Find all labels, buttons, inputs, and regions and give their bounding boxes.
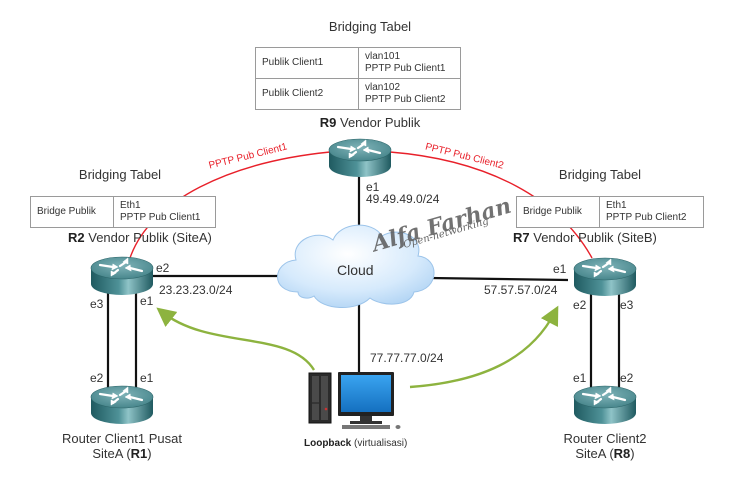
r7-id: R7 [513, 230, 530, 245]
r8-suffix: ) [630, 446, 635, 461]
table-cell-value: vlan101 PPTP Pub Client1 [358, 47, 461, 79]
arrow-to-r7 [409, 305, 559, 389]
left-table-title: Bridging Tabel [78, 167, 162, 182]
r8-label-line1: Router Client2 [563, 431, 647, 446]
cell-line: Eth1 [606, 200, 627, 211]
r1-port-e1: e1 [140, 371, 154, 385]
table-cell-key: Publik Client2 [255, 78, 359, 110]
r9-port-e1: e1 [366, 180, 380, 194]
r1-port-e2: e2 [90, 371, 104, 385]
r8-label-line2: SiteA (R8) [540, 446, 670, 461]
router-r2-icon[interactable] [89, 255, 155, 297]
r2-port-e1: e1 [140, 294, 154, 308]
r8-id: R8 [613, 446, 631, 461]
r9-network: 49.49.49.0/24 [366, 192, 440, 206]
r1-label-line2: SiteA (R1) [52, 446, 192, 461]
r7-label: R7 Vendor Publik (SiteB) [513, 230, 657, 245]
r7-port-e2: e2 [573, 298, 587, 312]
tunnel-right [389, 151, 593, 259]
links [106, 172, 621, 392]
r7-port-e3: e3 [620, 298, 634, 312]
arrow-to-r2 [156, 307, 316, 371]
pc-label-bold: Loopback [304, 438, 352, 449]
pc-network: 77.77.77.0/24 [370, 351, 444, 365]
left-bridging-table: Bridge Publik Eth1 PPTP Pub Client1 [30, 196, 216, 228]
r7-network: 57.57.57.0/24 [484, 283, 558, 297]
r2-network: 23.23.23.0/24 [159, 283, 233, 297]
table-row: Publik Client2 vlan102 PPTP Pub Client2 [255, 78, 461, 110]
pc-label: Loopback (virtualisasi) [304, 437, 407, 451]
table-cell-value: vlan102 PPTP Pub Client2 [358, 78, 461, 110]
r8-site: SiteA ( [575, 446, 614, 461]
cell-line: PPTP Pub Client2 [365, 94, 446, 105]
cell-line: vlan101 [365, 51, 401, 62]
r2-port-e3: e3 [90, 297, 104, 311]
cloud-icon [277, 224, 435, 309]
r2-label: R2 Vendor Publik (SiteA) [68, 230, 212, 245]
router-r9-icon[interactable] [327, 137, 393, 179]
cell-line: PPTP Pub Client1 [120, 212, 201, 223]
pptp-tunnels [129, 151, 593, 259]
table-cell-value: Eth1 PPTP Pub Client1 [113, 196, 216, 228]
r9-name: Vendor Publik [340, 115, 421, 130]
table-cell-key: Publik Client1 [255, 47, 359, 79]
r1-site: SiteA ( [92, 446, 131, 461]
router-r7-icon[interactable] [572, 256, 638, 298]
r9-label: R9 Vendor Publik [290, 115, 450, 130]
r1-label-line1: Router Client1 Pusat [62, 431, 182, 446]
pc-icon[interactable] [308, 372, 401, 429]
router-r8-icon[interactable] [572, 384, 638, 426]
link-cloud-r7 [429, 276, 569, 282]
r7-port-e1: e1 [553, 262, 567, 276]
r2-id: R2 [68, 230, 85, 245]
r7-name: Vendor Publik (SiteB) [533, 230, 657, 245]
table-cell-key: Bridge Publik [30, 196, 114, 228]
router-r1-icon[interactable] [89, 384, 155, 426]
r1-suffix: ) [147, 446, 152, 461]
top-table-title: Bridging Tabel [328, 19, 412, 34]
table-cell-key: Bridge Publik [516, 196, 600, 228]
r1-id: R1 [130, 446, 148, 461]
pc-label-rest: (virtualisasi) [351, 438, 408, 449]
cell-line: PPTP Pub Client2 [606, 212, 687, 223]
top-bridging-table: Publik Client1 vlan101 PPTP Pub Client1 … [255, 47, 461, 110]
r8-port-e1: e1 [573, 371, 587, 385]
table-row: Bridge Publik Eth1 PPTP Pub Client2 [516, 196, 704, 228]
tunnel-left [129, 151, 331, 259]
table-row: Bridge Publik Eth1 PPTP Pub Client1 [30, 196, 216, 228]
right-bridging-table: Bridge Publik Eth1 PPTP Pub Client2 [516, 196, 704, 228]
traffic-arrows [156, 305, 559, 389]
r2-name: Vendor Publik (SiteA) [88, 230, 212, 245]
cloud-label: Cloud [337, 262, 374, 278]
cell-line: Eth1 [120, 200, 141, 211]
table-cell-value: Eth1 PPTP Pub Client2 [599, 196, 704, 228]
r8-port-e2: e2 [620, 371, 634, 385]
r9-id: R9 [319, 115, 337, 130]
table-row: Publik Client1 vlan101 PPTP Pub Client1 [255, 47, 461, 79]
r2-port-e2: e2 [156, 261, 170, 275]
cell-line: PPTP Pub Client1 [365, 63, 446, 74]
cell-line: vlan102 [365, 82, 401, 93]
right-table-title: Bridging Tabel [558, 167, 642, 182]
